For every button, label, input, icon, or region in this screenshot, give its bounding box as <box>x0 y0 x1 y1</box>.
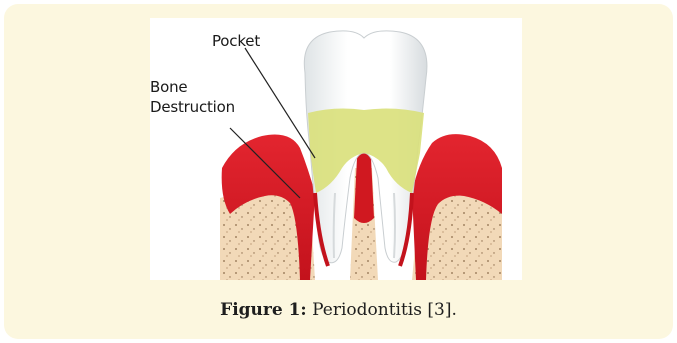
tooth-diagram <box>150 18 522 280</box>
destruction-label: Destruction <box>150 98 235 116</box>
figure-caption: Figure 1: Periodontitis [3]. <box>0 300 677 320</box>
caption-label: Figure 1: <box>220 300 307 320</box>
bone-label: Bone <box>150 78 187 96</box>
periodontitis-illustration: Pocket Bone Destruction <box>150 18 522 280</box>
pocket-label: Pocket <box>212 32 260 50</box>
caption-text: Periodontitis [3]. <box>307 300 457 320</box>
